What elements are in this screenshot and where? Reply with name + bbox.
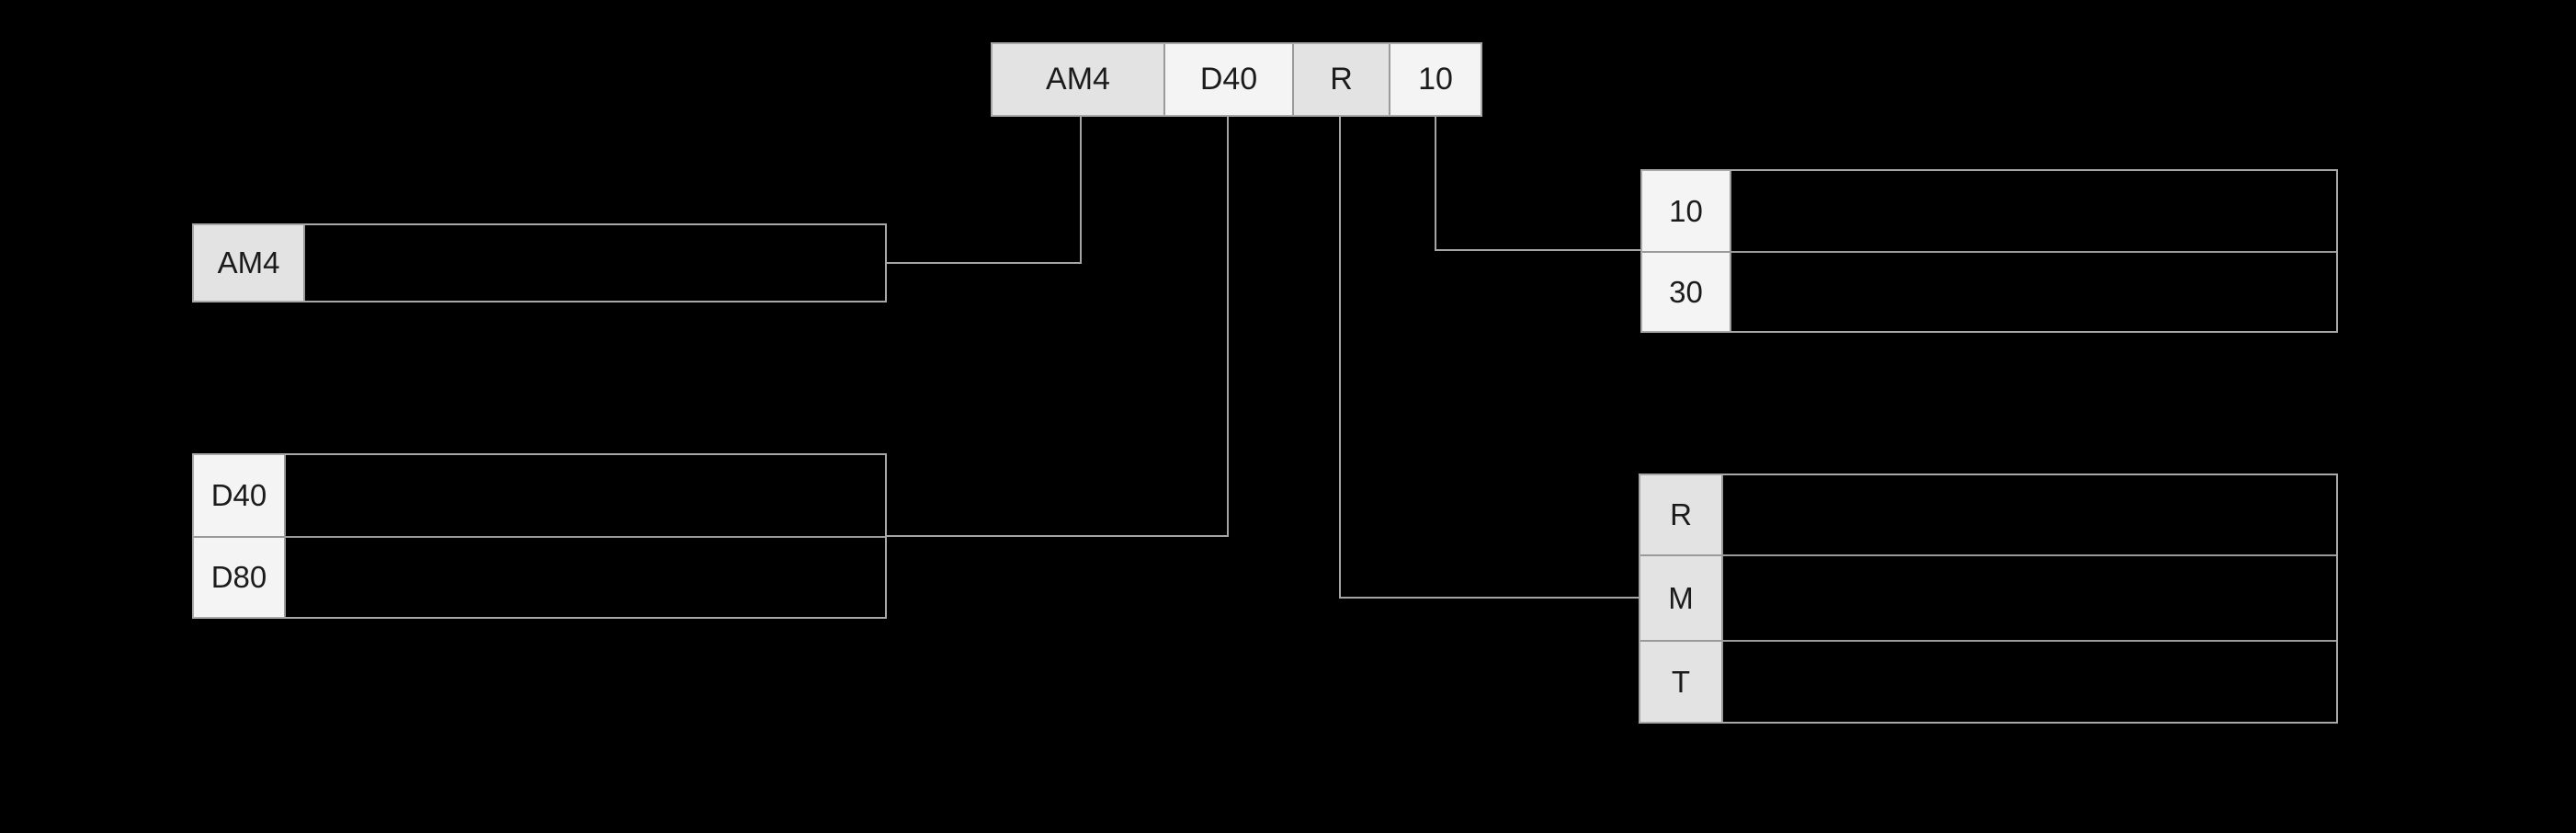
table-row: D40 [194,455,885,536]
description-cell-10 [1731,171,2336,251]
description-cell-r [1723,475,2336,554]
table-row: 30 [1642,251,2336,331]
description-cell-m [1723,556,2336,640]
connector-d40-vertical [1227,117,1229,537]
connector-am4-vertical [1080,117,1082,264]
description-cell-d40 [286,455,885,536]
connector-am4-horizontal [887,262,1082,264]
code-cell-30: 30 [1642,253,1731,331]
table-row: D80 [194,536,885,617]
connector-d40-horizontal [887,535,1229,537]
description-cell-30 [1731,253,2336,331]
model-code-segment-am4: AM4 [993,44,1163,115]
code-cell-d40: D40 [194,455,286,536]
model-code-strip: AM4 D40 R 10 [991,42,1482,117]
model-code-segment-d40: D40 [1163,44,1292,115]
table-row: 10 [1642,171,2336,251]
connector-10-vertical [1435,117,1436,251]
code-cell-r: R [1640,475,1723,554]
connector-10-horizontal [1435,249,1642,251]
description-cell-t [1723,642,2336,722]
connector-r-horizontal [1339,597,1640,599]
table-am4: AM4 [192,223,887,302]
code-cell-t: T [1640,642,1723,722]
model-code-segment-r: R [1292,44,1389,115]
code-cell-d80: D80 [194,538,286,617]
table-row: AM4 [194,225,885,301]
table-r-m-t: R M T [1639,474,2338,724]
connector-r-vertical [1339,117,1341,599]
table-row: R [1640,475,2336,554]
table-row: M [1640,554,2336,640]
code-cell-10: 10 [1642,171,1731,251]
description-cell-am4 [305,225,885,301]
code-cell-am4: AM4 [194,225,305,301]
description-cell-d80 [286,538,885,617]
table-row: T [1640,640,2336,722]
table-10-30: 10 30 [1640,169,2338,333]
table-d40-d80: D40 D80 [192,453,887,619]
model-code-segment-10: 10 [1389,44,1481,115]
code-cell-m: M [1640,556,1723,640]
